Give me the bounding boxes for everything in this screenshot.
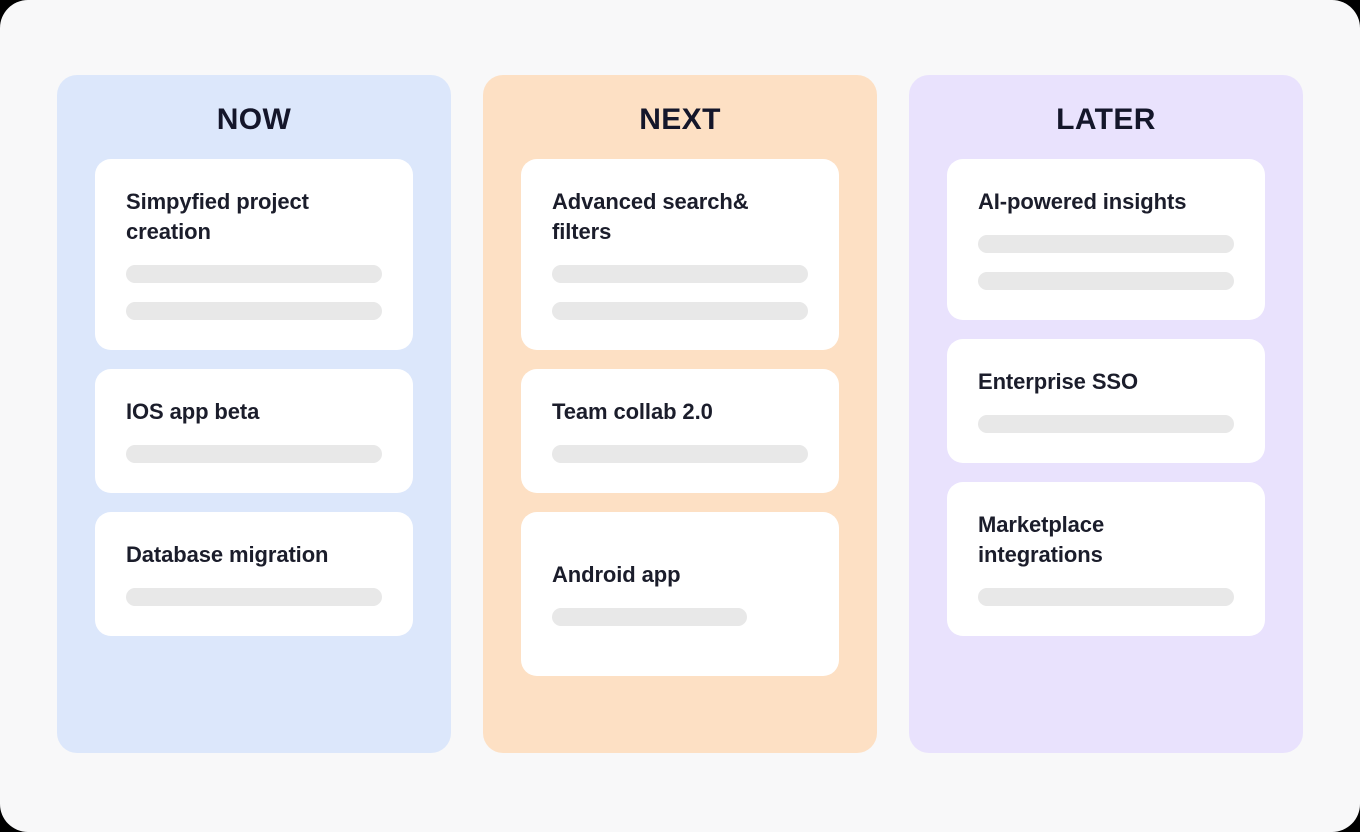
card-simpyfied-project-creation[interactable]: Simpyfied project creation bbox=[95, 159, 413, 350]
skeleton-bar bbox=[552, 608, 747, 626]
card-database-migration[interactable]: Database migration bbox=[95, 512, 413, 636]
column-title-now: NOW bbox=[216, 103, 292, 136]
card-title: Marketplace integrations bbox=[978, 512, 1105, 567]
card-skeleton-group bbox=[978, 415, 1234, 433]
column-later[interactable]: LATER AI-powered insights Enterprise SSO bbox=[909, 75, 1303, 753]
column-title-next: NEXT bbox=[639, 103, 721, 136]
card-title: Android app bbox=[552, 562, 681, 587]
skeleton-bar bbox=[552, 445, 808, 463]
card-skeleton-group bbox=[978, 235, 1234, 290]
card-android-app[interactable]: Android app bbox=[521, 512, 839, 676]
skeleton-bar bbox=[126, 588, 382, 606]
skeleton-bar bbox=[978, 588, 1234, 606]
roadmap-board: NOW Simpyfied project creation IOS app b… bbox=[57, 75, 1303, 753]
skeleton-bar bbox=[126, 445, 382, 463]
card-skeleton-group bbox=[126, 588, 382, 606]
card-title: Enterprise SSO bbox=[978, 369, 1138, 394]
card-title: IOS app beta bbox=[126, 399, 260, 424]
skeleton-bar bbox=[978, 415, 1234, 433]
card-ios-app-beta[interactable]: IOS app beta bbox=[95, 369, 413, 493]
card-skeleton-group bbox=[126, 265, 382, 320]
card-skeleton-group bbox=[978, 588, 1234, 606]
skeleton-bar bbox=[552, 302, 808, 320]
card-list-later: AI-powered insights Enterprise SSO Marke… bbox=[947, 159, 1265, 636]
skeleton-bar bbox=[126, 265, 382, 283]
card-list-now: Simpyfied project creation IOS app beta … bbox=[95, 159, 413, 636]
card-advanced-search-filters[interactable]: Advanced search& filters bbox=[521, 159, 839, 350]
card-title: Database migration bbox=[126, 542, 329, 567]
column-now[interactable]: NOW Simpyfied project creation IOS app b… bbox=[57, 75, 451, 753]
card-title: Team collab 2.0 bbox=[552, 399, 713, 424]
card-ai-powered-insights[interactable]: AI-powered insights bbox=[947, 159, 1265, 320]
skeleton-bar bbox=[978, 235, 1234, 253]
card-title: Advanced search& filters bbox=[552, 189, 749, 244]
column-next[interactable]: NEXT Advanced search& filters Team colla… bbox=[483, 75, 877, 753]
card-enterprise-sso[interactable]: Enterprise SSO bbox=[947, 339, 1265, 463]
skeleton-bar bbox=[126, 302, 382, 320]
card-list-next: Advanced search& filters Team collab 2.0… bbox=[521, 159, 839, 676]
column-title-later: LATER bbox=[1056, 103, 1156, 136]
card-marketplace-integrations[interactable]: Marketplace integrations bbox=[947, 482, 1265, 636]
card-title: Simpyfied project creation bbox=[126, 189, 309, 244]
card-title: AI-powered insights bbox=[978, 189, 1187, 214]
skeleton-bar bbox=[552, 265, 808, 283]
card-skeleton-group bbox=[126, 445, 382, 463]
card-skeleton-group bbox=[552, 445, 808, 463]
skeleton-bar bbox=[978, 272, 1234, 290]
card-team-collab-2-0[interactable]: Team collab 2.0 bbox=[521, 369, 839, 493]
card-skeleton-group bbox=[552, 608, 808, 626]
card-skeleton-group bbox=[552, 265, 808, 320]
